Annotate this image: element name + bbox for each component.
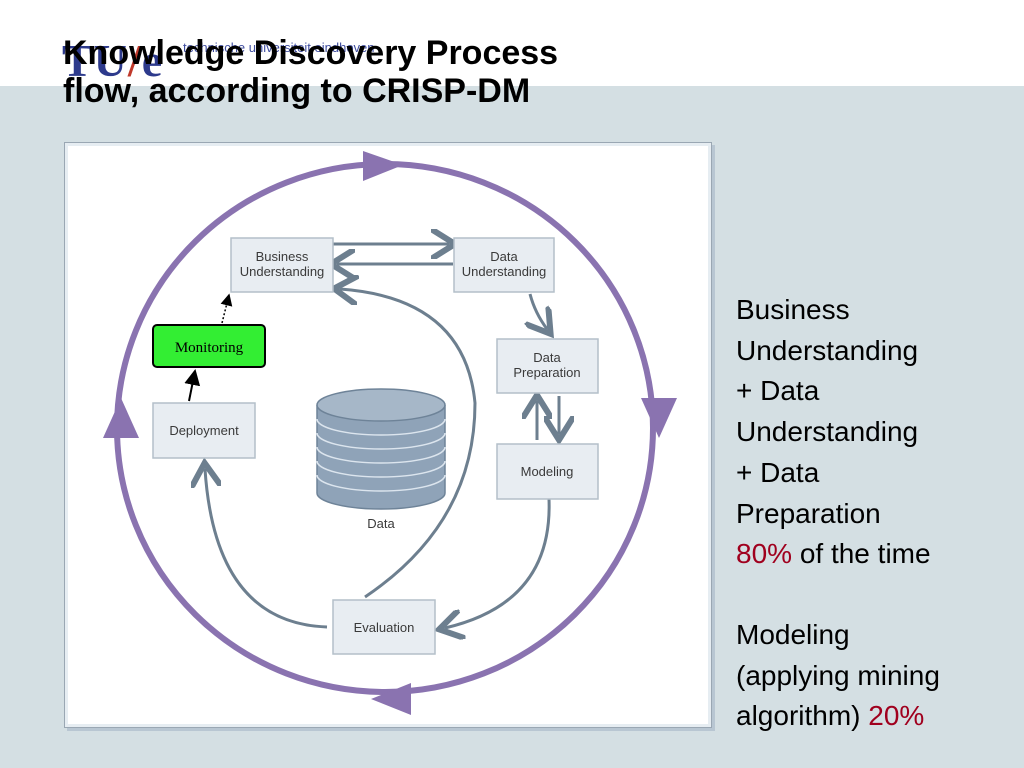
note1-suffix: of the time	[792, 538, 931, 570]
cycle-arrow-top	[363, 151, 403, 181]
note1-line1: Business	[736, 294, 850, 325]
phase-data-preparation: Data Preparation	[496, 338, 599, 394]
diagram-canvas: Business Understanding Data Understandin…	[103, 151, 677, 715]
side-notes: Business Understanding + Data Understand…	[736, 290, 1006, 737]
monitoring-box: Monitoring	[152, 324, 266, 368]
cycle-arrow-right	[641, 398, 677, 438]
bu-label-line1: Business	[256, 249, 309, 264]
phase-data-understanding: Data Understanding	[453, 237, 555, 293]
phase-evaluation: Evaluation	[332, 599, 436, 655]
arrow-monitoring-to-bu	[220, 293, 233, 324]
note-block-2: Modeling (applying mining algorithm) 20%	[736, 615, 1006, 737]
slide-title: Knowledge Discovery Process flow, accord…	[63, 34, 558, 110]
phase-deployment: Deployment	[152, 402, 256, 459]
title-line-1: Knowledge Discovery Process	[63, 34, 559, 72]
du-label-line1: Data	[490, 249, 518, 264]
cycle-arrow-bottom	[371, 683, 411, 715]
note1-line6: Preparation	[736, 497, 881, 529]
note-block-1: Business Understanding + Data Understand…	[736, 290, 1006, 575]
evaluation-label: Evaluation	[354, 620, 415, 635]
dp-label-line1: Data	[533, 350, 561, 365]
note1-line4: Understanding	[736, 416, 919, 448]
arrow-deployment-to-monitoring	[184, 369, 201, 402]
phase-modeling: Modeling	[496, 443, 599, 500]
cycle-arrow-left	[103, 398, 139, 438]
note2-line1: Modeling	[736, 618, 850, 650]
dp-label-line2: Preparation	[513, 365, 580, 380]
logo-tagline: technische universiteit eindhoven	[183, 40, 375, 55]
crisp-dm-diagram: Business Understanding Data Understandin…	[64, 142, 712, 728]
arrow-evaluation-to-bu	[340, 289, 477, 599]
bu-label-line2: Understanding	[240, 264, 325, 279]
note2-line3: algorithm)	[736, 700, 869, 732]
title-line-2: flow, according to CRISP-DM	[63, 72, 531, 110]
note1-line3: + Data	[736, 375, 820, 407]
data-store-label: Data	[367, 516, 395, 531]
note1-percent: 80%	[736, 538, 793, 570]
deployment-label: Deployment	[169, 423, 239, 438]
note2-line2: (applying mining	[736, 659, 940, 691]
phase-business-understanding: Business Understanding	[230, 237, 334, 293]
du-label-line2: Understanding	[462, 264, 547, 279]
monitoring-label: Monitoring	[175, 340, 244, 356]
note1-line2: Understanding	[736, 334, 919, 366]
arrow-evaluation-to-deployment	[205, 469, 328, 629]
arrow-modeling-to-evaluation	[445, 498, 551, 628]
modeling-label: Modeling	[521, 464, 574, 479]
arrow-du-to-dp	[530, 293, 547, 329]
tue-logo: TU/e	[62, 35, 164, 86]
note1-line5: + Data	[736, 456, 820, 488]
data-store-cylinder	[316, 388, 446, 510]
note2-percent: 20%	[868, 700, 925, 732]
